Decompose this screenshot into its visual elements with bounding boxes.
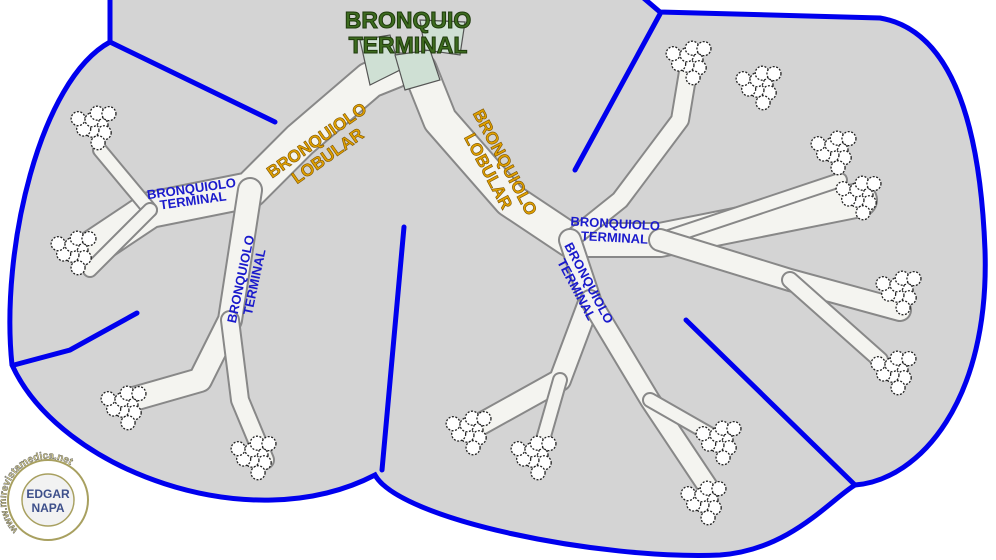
airway-branch xyxy=(94,144,156,216)
airway-branch xyxy=(783,273,887,367)
septum xyxy=(11,310,140,368)
alveolar-sac xyxy=(695,420,742,466)
alveoli-clusters xyxy=(50,40,922,526)
interlobular-septa xyxy=(11,11,858,488)
septum xyxy=(107,39,278,125)
alveolar-sac xyxy=(445,410,492,456)
title-bronquio-terminal: BRONQUIO TERMINAL xyxy=(344,7,472,59)
airway-branch xyxy=(562,52,698,248)
airway-branch xyxy=(119,179,261,411)
alveolar-sac xyxy=(665,40,712,86)
septum xyxy=(379,224,407,473)
bronchus-cartilage xyxy=(359,19,466,91)
septum xyxy=(683,317,858,488)
alveolar-sac xyxy=(50,230,97,276)
airway-branch xyxy=(654,174,846,246)
label-terminal-right-upper: BRONQUIOLO TERMINAL xyxy=(570,214,660,247)
logo-edgar-napa: www.mirevistamedica.net EDGAR NAPA xyxy=(0,450,89,541)
alveolar-sac xyxy=(875,270,922,316)
alveolar-sac xyxy=(70,105,117,151)
airway-branch xyxy=(84,204,156,276)
airway-branch xyxy=(460,230,600,440)
logo-name1: EDGAR xyxy=(26,487,70,501)
alveolar-sac xyxy=(100,385,147,431)
svg-text:BRONQUIOLO: BRONQUIOLO xyxy=(570,214,660,234)
alveolar-sac xyxy=(810,130,857,176)
alveolar-sac xyxy=(835,175,882,221)
alveolar-sac xyxy=(230,435,277,481)
alveolar-sac xyxy=(870,350,917,396)
alveolar-sac xyxy=(510,435,557,481)
svg-text:TERMINAL: TERMINAL xyxy=(581,228,649,246)
alveolar-sac xyxy=(680,480,727,526)
alveolar-sac xyxy=(735,65,782,111)
logo-name2: NAPA xyxy=(31,501,64,515)
title-line2: TERMINAL xyxy=(349,32,468,58)
title-line1: BRONQUIO xyxy=(345,7,472,33)
septum xyxy=(572,11,663,173)
airway-branch xyxy=(534,374,566,456)
